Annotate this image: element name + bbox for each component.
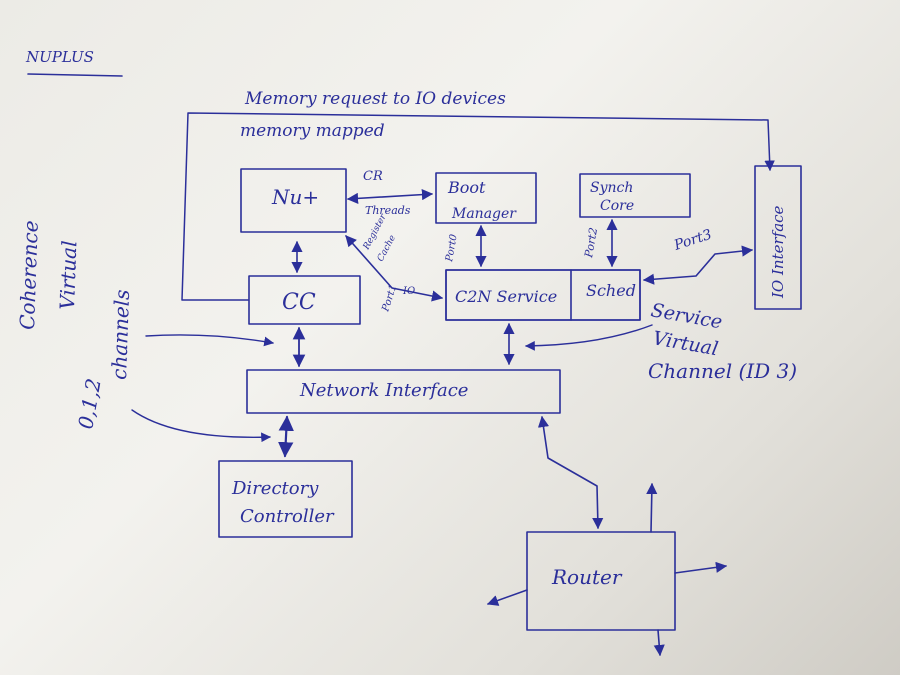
synch-core-label-line2: Core — [600, 198, 634, 214]
service-vc-arrow — [525, 324, 653, 351]
channel-ids-label: 0,1,2 — [73, 377, 105, 431]
boot-manager-label-line1: Boot — [447, 178, 486, 197]
synch-core-label-line1: Synch — [590, 180, 633, 196]
directory-controller-label-line2: Controller — [240, 506, 335, 527]
port3-label: Port3 — [671, 227, 714, 254]
nu-boot-arrow — [346, 189, 434, 204]
router-box — [526, 531, 676, 631]
router-label: Router — [551, 565, 623, 589]
coherence-to-directory-arrow — [131, 409, 271, 443]
port0-label: Port0 — [444, 233, 460, 264]
cache-label: Cache — [376, 234, 398, 264]
port2-label: Port2 — [582, 226, 600, 259]
memory-mapped-label: memory mapped — [240, 121, 385, 141]
network-interface-box — [246, 369, 561, 414]
title-underline — [27, 73, 123, 77]
cr-label: CR — [363, 169, 383, 184]
coherence-label: Coherence — [15, 220, 43, 330]
router-north-arrow — [646, 482, 658, 533]
io-interface-box — [754, 165, 802, 310]
c2n-sched-box — [445, 269, 641, 321]
cc-label: CC — [282, 290, 316, 315]
memory-request-line — [181, 112, 775, 301]
channels-label: channels — [107, 289, 134, 380]
nu-plus-box — [240, 168, 347, 233]
io-edge-label: IO — [402, 286, 415, 297]
router-west-arrow — [486, 589, 528, 606]
diagram-title: NUPLUS — [25, 48, 94, 66]
channel-id3-label: Channel (ID 3) — [648, 359, 797, 383]
router-south-arrow — [653, 629, 665, 657]
synch-core-box — [579, 173, 691, 218]
directory-controller-box — [218, 460, 353, 538]
sched-io-arrow — [642, 245, 754, 285]
boot-manager-box — [435, 172, 537, 224]
io-interface-label: IO Interface — [769, 205, 787, 299]
boot-manager-label-line2: Manager — [451, 206, 517, 222]
port1-label: Port1 — [380, 283, 399, 314]
sched-label: Sched — [586, 281, 636, 300]
virtual-label-left: Virtual — [55, 240, 81, 310]
memory-request-label: Memory request to IO devices — [244, 89, 506, 109]
threads-label: Threads — [365, 204, 411, 217]
virtual-label-right: Virtual — [651, 327, 720, 360]
c2n-service-label: C2N Service — [455, 287, 557, 306]
coherence-to-cc-arrow — [145, 334, 274, 347]
ni-router-arrow — [537, 415, 604, 530]
ni-directory-arrow — [278, 415, 294, 458]
router-east-arrow — [674, 561, 728, 574]
nu-c2n-arrow — [345, 235, 444, 302]
network-interface-label: Network Interface — [299, 380, 468, 401]
directory-controller-label-line1: Directory — [231, 478, 319, 499]
nu-plus-label: Nu+ — [271, 185, 319, 209]
